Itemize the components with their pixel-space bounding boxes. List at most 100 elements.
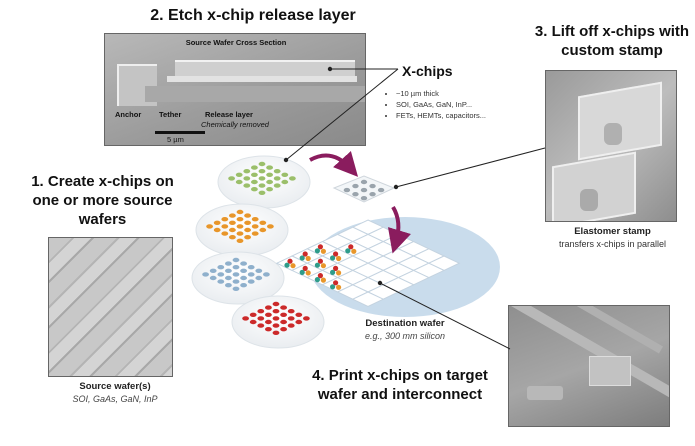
anchor-label: Anchor bbox=[115, 110, 142, 119]
xchip-dot bbox=[247, 279, 255, 284]
xchip-dot bbox=[209, 275, 217, 281]
xchip-dot bbox=[265, 305, 272, 310]
step4-title-line: 4. Print x-chips on target bbox=[312, 367, 488, 384]
xchip-dot bbox=[229, 220, 236, 225]
source-tile-red bbox=[231, 295, 325, 349]
xchip-dot bbox=[258, 161, 266, 167]
printed-xchip-orange bbox=[351, 248, 357, 254]
xchip-dot bbox=[272, 316, 280, 321]
xchip-dot bbox=[255, 268, 263, 273]
xchip-dot bbox=[280, 305, 287, 310]
printed-xchip-teal bbox=[330, 284, 336, 290]
xchip-dot bbox=[251, 231, 259, 236]
destination-caption: Destination wafer bbox=[365, 318, 445, 329]
release-layer-label: Release layer bbox=[205, 110, 253, 119]
cross-section-sem-image: Source Wafer Cross Section Anchor Tether… bbox=[104, 33, 366, 146]
xchip-dot bbox=[232, 279, 240, 284]
xchip-dot bbox=[295, 319, 303, 325]
printed-xchip-teal bbox=[345, 248, 351, 254]
leader-dot bbox=[377, 280, 383, 286]
xchip-dot bbox=[287, 316, 295, 321]
xchip-dot bbox=[242, 316, 250, 321]
step1-title-line: wafers bbox=[78, 211, 127, 228]
step1-title: 1. Create x-chips on one or more source … bbox=[10, 172, 195, 229]
xchip-dot bbox=[257, 309, 265, 314]
xchip-dot bbox=[202, 272, 210, 277]
xchip-dot bbox=[249, 312, 257, 317]
source-wafer-materials: SOI, GaAs, GaN, InP bbox=[72, 394, 158, 404]
printed-xchip-red bbox=[302, 251, 308, 257]
source-tile-blue bbox=[191, 251, 285, 305]
xchip-dot bbox=[257, 323, 265, 328]
xchip-dot bbox=[229, 235, 236, 240]
xchip-dot bbox=[244, 235, 252, 240]
xchip-dot bbox=[265, 327, 272, 332]
interconnect-pad bbox=[527, 386, 563, 400]
xchip-dot bbox=[287, 323, 295, 328]
interconnect-sem-image bbox=[508, 305, 670, 427]
xchip-dot bbox=[206, 224, 214, 229]
stamp-post-dot bbox=[360, 179, 368, 185]
stamp-post-dot bbox=[343, 187, 351, 193]
xchip-dot bbox=[232, 257, 240, 263]
xchip-dot bbox=[247, 265, 255, 270]
source-wafer-image bbox=[48, 237, 173, 377]
xchip-dot bbox=[236, 217, 244, 222]
xchip-dot bbox=[272, 330, 280, 335]
stamp-post-dot bbox=[352, 191, 359, 197]
xchip-dot bbox=[217, 272, 225, 277]
printed-xchip-red bbox=[302, 265, 308, 271]
printed-xchip-red bbox=[317, 273, 323, 279]
leader-dot bbox=[393, 184, 399, 190]
xchips-bullet: SOI, GaAs, GaN, InP... bbox=[396, 99, 546, 110]
xchip-dot bbox=[289, 176, 296, 181]
xchip-dot bbox=[232, 286, 240, 291]
xchip-dot bbox=[236, 231, 244, 236]
stamp-post-dot bbox=[360, 196, 368, 201]
xchip-dot bbox=[266, 187, 273, 192]
xchip-top-layer bbox=[175, 60, 355, 76]
xchip-dot bbox=[295, 312, 303, 317]
xchip-dot bbox=[213, 220, 221, 225]
xchip-dot bbox=[251, 179, 258, 185]
xchip-dot bbox=[240, 275, 248, 281]
leader-line-stamp-to-image bbox=[395, 147, 546, 188]
printed-xchip-red bbox=[333, 280, 339, 286]
printed-xchip-red bbox=[317, 258, 323, 264]
xchip-dot bbox=[229, 213, 236, 218]
step3-title-line: 3. Lift off x-chips with bbox=[534, 23, 690, 40]
source-tile-orange bbox=[195, 203, 289, 257]
xchip-dot bbox=[251, 217, 259, 222]
xchip-dot bbox=[235, 179, 243, 185]
process-arrow-pickup bbox=[309, 151, 359, 177]
printed-xchip-teal bbox=[314, 248, 320, 254]
xchip-dot bbox=[221, 231, 229, 236]
stamp-post-dot bbox=[360, 187, 368, 193]
xchip-dot bbox=[251, 187, 258, 192]
step1-title-line: 1. Create x-chips on bbox=[31, 173, 174, 190]
source-tile-base bbox=[191, 251, 285, 305]
printed-xchip-orange bbox=[320, 263, 326, 269]
xchip-dot bbox=[235, 172, 243, 177]
xchip-dot bbox=[263, 272, 270, 277]
xchip-dot bbox=[243, 169, 251, 174]
step4-title: 4. Print x-chips on target wafer and int… bbox=[300, 366, 500, 404]
xchips-bullet: ~10 µm thick bbox=[396, 88, 546, 99]
printed-xchip-teal bbox=[314, 262, 320, 268]
stamp-post-dot bbox=[369, 183, 376, 189]
xchip-dot bbox=[255, 275, 263, 281]
printed-xchip-orange bbox=[305, 270, 311, 276]
step4-title-line: wafer and interconnect bbox=[317, 386, 483, 403]
xchip-dot bbox=[244, 213, 252, 218]
xchip-dot bbox=[217, 279, 225, 284]
source-wafer-caption: Source wafer(s) bbox=[79, 381, 151, 392]
printed-xchip-red bbox=[333, 251, 339, 257]
stamp-post-dot bbox=[377, 187, 385, 193]
xchip-dot bbox=[236, 209, 244, 215]
elastomer-stamp-image bbox=[545, 70, 677, 222]
xchip-dot bbox=[240, 268, 248, 273]
xchip-dot bbox=[213, 227, 221, 233]
xchip-dot bbox=[259, 227, 267, 233]
xchip-dot bbox=[258, 183, 266, 188]
